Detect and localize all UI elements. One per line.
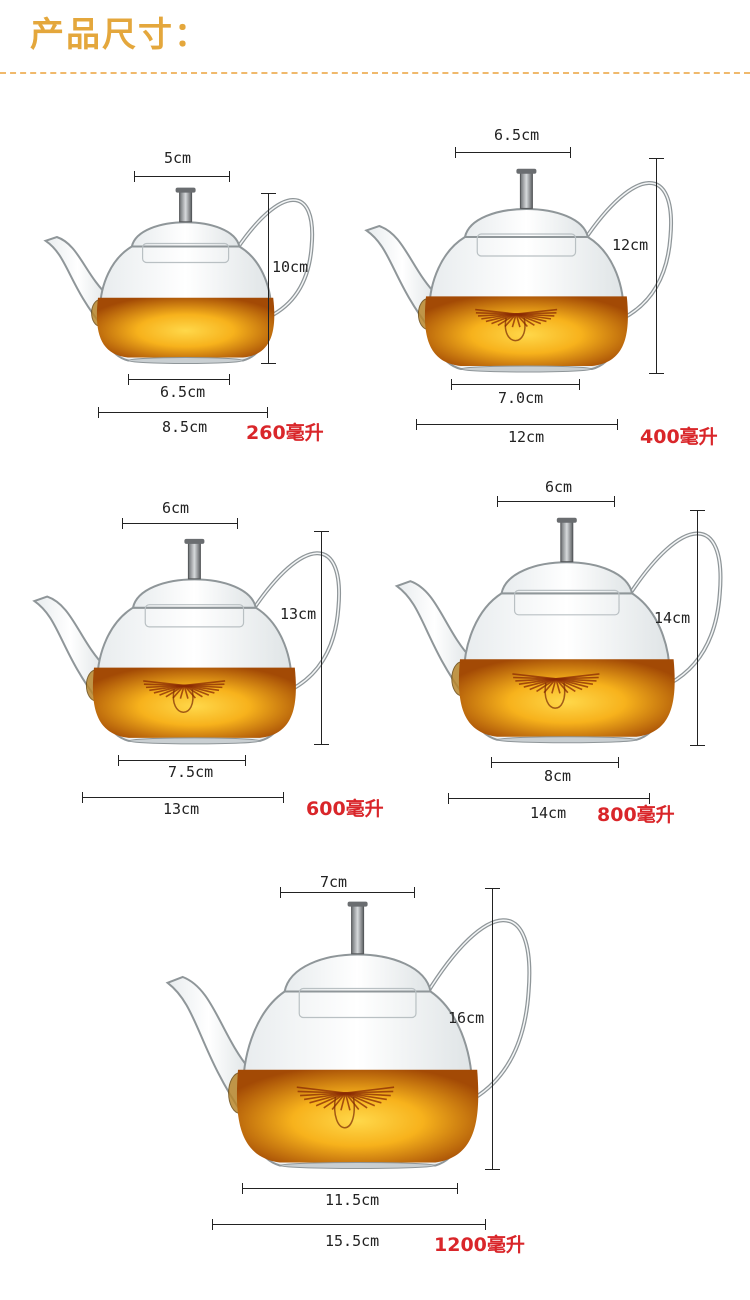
knob-shape bbox=[179, 189, 193, 223]
lid-shape bbox=[283, 953, 432, 993]
page-title: 产品尺寸： bbox=[30, 15, 210, 55]
teapot-image bbox=[32, 538, 342, 745]
lid-width-label: 6cm bbox=[545, 478, 573, 496]
capacity-label: 1200毫升 bbox=[434, 1234, 525, 1256]
teapot-drawing bbox=[165, 901, 532, 1169]
flower-stem-shape bbox=[333, 1096, 355, 1129]
lid-width-ruler bbox=[455, 147, 571, 158]
flower-stem-shape bbox=[544, 682, 566, 709]
tea-liquid-shape bbox=[96, 297, 275, 358]
total-width-label: 14cm bbox=[530, 804, 567, 822]
lid-width-label: 6cm bbox=[162, 499, 190, 517]
total-width-label: 13cm bbox=[163, 800, 200, 818]
knob-shape bbox=[351, 904, 365, 955]
height-ruler bbox=[314, 531, 329, 745]
knob-shape bbox=[519, 170, 533, 209]
height-ruler bbox=[649, 158, 664, 374]
height-ruler bbox=[261, 193, 276, 364]
flower-stem-shape bbox=[172, 689, 194, 713]
knob-shape bbox=[187, 540, 201, 580]
tea-liquid-shape bbox=[92, 667, 296, 738]
base-rim-shape bbox=[127, 357, 244, 364]
total-width-ruler bbox=[448, 793, 650, 804]
lid-width-label: 7cm bbox=[320, 873, 348, 891]
lid-width-ruler bbox=[497, 496, 615, 507]
spout-shape bbox=[165, 975, 251, 1117]
lid-width-ruler bbox=[134, 171, 230, 182]
lid-width-label: 6.5cm bbox=[494, 126, 540, 144]
total-width-ruler bbox=[98, 407, 268, 418]
lid-insert-shape bbox=[144, 604, 245, 628]
lid-shape bbox=[500, 561, 634, 595]
height-label: 12cm bbox=[612, 236, 649, 254]
lid-width-ruler bbox=[280, 887, 415, 898]
lid-width-ruler bbox=[122, 518, 238, 529]
teapot-drawing bbox=[43, 187, 315, 364]
knob-shape bbox=[560, 519, 574, 563]
total-width-label: 12cm bbox=[508, 428, 545, 446]
teapot-image bbox=[364, 168, 674, 373]
lid-insert-shape bbox=[141, 242, 230, 264]
teapot-image bbox=[165, 901, 532, 1169]
base-width-label: 6.5cm bbox=[160, 383, 206, 401]
tea-liquid-shape bbox=[236, 1069, 479, 1163]
capacity-label: 260毫升 bbox=[246, 422, 324, 444]
knob-top-shape bbox=[184, 538, 205, 544]
base-width-ruler bbox=[242, 1183, 458, 1194]
lid-insert-shape bbox=[298, 987, 417, 1019]
height-label: 14cm bbox=[654, 609, 691, 627]
total-width-label: 8.5cm bbox=[162, 418, 208, 436]
flower-stem-shape bbox=[504, 317, 526, 342]
lid-shape bbox=[463, 207, 590, 238]
knob-top-shape bbox=[516, 168, 537, 174]
base-rim-shape bbox=[496, 736, 637, 744]
height-label: 16cm bbox=[448, 1009, 485, 1027]
base-width-ruler bbox=[491, 757, 619, 768]
capacity-label: 600毫升 bbox=[306, 798, 384, 820]
base-width-ruler bbox=[118, 755, 246, 766]
knob-top-shape bbox=[347, 901, 368, 907]
knob-top-shape bbox=[556, 517, 577, 523]
lid-shape bbox=[131, 578, 258, 609]
base-width-label: 7.0cm bbox=[498, 389, 544, 407]
lid-insert-shape bbox=[513, 589, 620, 616]
teapot-drawing bbox=[364, 168, 674, 373]
total-width-ruler bbox=[212, 1219, 486, 1230]
base-rim-shape bbox=[279, 1162, 436, 1169]
dashed-divider bbox=[0, 72, 750, 74]
total-width-ruler bbox=[82, 792, 284, 803]
base-width-ruler bbox=[451, 379, 580, 390]
height-label: 10cm bbox=[272, 258, 309, 276]
tea-liquid-shape bbox=[424, 296, 628, 366]
total-width-label: 15.5cm bbox=[325, 1232, 380, 1250]
knob-top-shape bbox=[175, 187, 196, 193]
lid-shape bbox=[130, 221, 241, 248]
total-width-ruler bbox=[416, 419, 618, 430]
lid-insert-shape bbox=[476, 233, 577, 257]
teapot-drawing bbox=[32, 538, 342, 745]
capacity-label: 800毫升 bbox=[597, 804, 675, 826]
teapot-image bbox=[394, 517, 723, 744]
base-width-label: 7.5cm bbox=[168, 763, 214, 781]
height-ruler bbox=[485, 888, 500, 1170]
height-label: 13cm bbox=[280, 605, 317, 623]
lid-width-label: 5cm bbox=[164, 149, 192, 167]
base-width-ruler bbox=[128, 374, 230, 385]
height-ruler bbox=[690, 510, 705, 746]
base-width-label: 8cm bbox=[544, 767, 572, 785]
teapot-image bbox=[43, 187, 315, 364]
tea-liquid-shape bbox=[458, 659, 675, 737]
base-rim-shape bbox=[460, 365, 593, 373]
capacity-label: 400毫升 bbox=[640, 426, 718, 448]
teapot-drawing bbox=[394, 517, 723, 744]
base-rim-shape bbox=[128, 737, 261, 745]
base-width-label: 11.5cm bbox=[325, 1191, 380, 1209]
